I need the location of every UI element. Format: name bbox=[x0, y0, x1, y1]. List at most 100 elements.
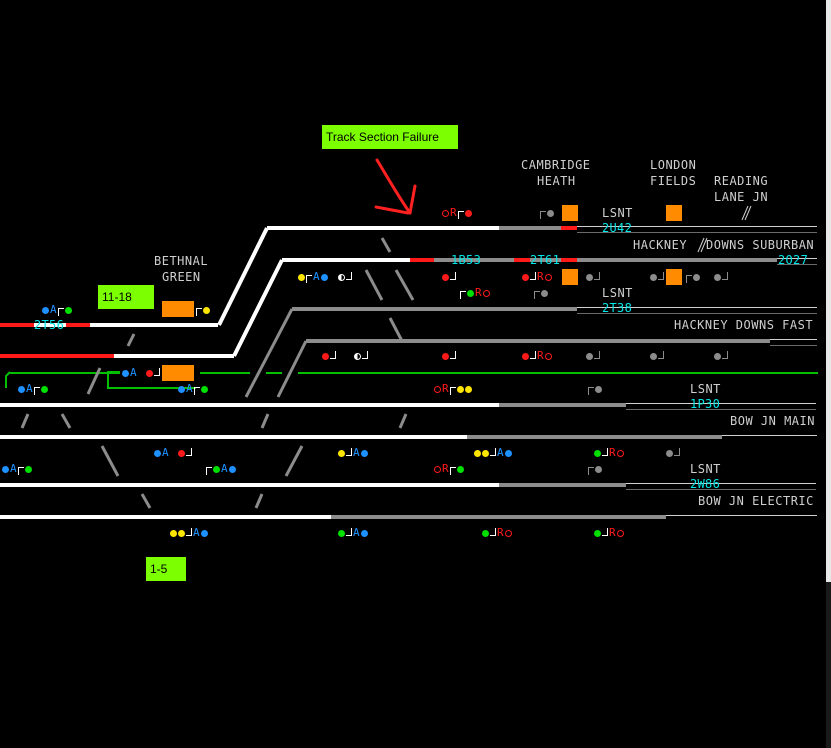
signal[interactable] bbox=[146, 367, 160, 378]
track-section[interactable] bbox=[722, 435, 817, 436]
track-section[interactable] bbox=[626, 489, 816, 490]
track-section[interactable] bbox=[434, 258, 514, 262]
track-section[interactable] bbox=[282, 258, 410, 262]
signal[interactable]: R bbox=[434, 463, 464, 475]
track-section[interactable] bbox=[577, 258, 777, 262]
signal[interactable]: R bbox=[594, 527, 624, 538]
track-section[interactable] bbox=[467, 435, 722, 439]
track-section-occupied[interactable] bbox=[561, 258, 577, 262]
track-section[interactable] bbox=[0, 435, 467, 439]
signal[interactable] bbox=[442, 350, 456, 361]
signal[interactable] bbox=[650, 350, 664, 361]
signal[interactable] bbox=[586, 350, 600, 361]
siding-line[interactable] bbox=[200, 372, 250, 374]
signal[interactable]: R bbox=[460, 287, 490, 299]
train-describer[interactable]: 2O27 bbox=[778, 253, 809, 267]
track-section[interactable] bbox=[770, 339, 817, 340]
signal[interactable]: A bbox=[122, 367, 137, 378]
signal[interactable] bbox=[322, 350, 336, 361]
signal[interactable]: A bbox=[338, 447, 368, 458]
signal[interactable] bbox=[588, 384, 602, 395]
signal[interactable] bbox=[714, 350, 728, 361]
track-section[interactable] bbox=[577, 232, 817, 233]
track-section[interactable] bbox=[331, 515, 666, 519]
track-section-occupied[interactable] bbox=[0, 354, 114, 358]
signal[interactable] bbox=[338, 271, 352, 282]
track-section[interactable] bbox=[777, 264, 817, 265]
signal[interactable] bbox=[714, 271, 728, 282]
train-describer[interactable]: 2U42 bbox=[602, 221, 633, 235]
track-section[interactable] bbox=[0, 483, 499, 487]
track-section[interactable] bbox=[770, 345, 817, 346]
track-section-occupied[interactable] bbox=[410, 258, 434, 262]
siding-line[interactable] bbox=[266, 372, 282, 374]
level-crossing[interactable] bbox=[562, 269, 578, 285]
signal[interactable]: A bbox=[2, 463, 32, 475]
signal[interactable] bbox=[534, 288, 548, 299]
train-describer[interactable]: 1P30 bbox=[690, 397, 721, 411]
track-section[interactable] bbox=[499, 483, 626, 487]
signal[interactable] bbox=[650, 271, 664, 282]
signal[interactable]: A bbox=[170, 527, 208, 538]
track-section[interactable] bbox=[530, 258, 561, 262]
track-section-failure-tag[interactable]: Track Section Failure bbox=[322, 125, 458, 149]
track-section[interactable] bbox=[577, 226, 817, 227]
signal[interactable] bbox=[666, 447, 680, 458]
level-crossing[interactable] bbox=[666, 205, 682, 221]
signal[interactable]: A bbox=[206, 463, 236, 475]
train-describer[interactable]: 2T56 bbox=[34, 318, 65, 332]
train-describer[interactable]: 1B53 bbox=[451, 253, 482, 267]
track-section[interactable] bbox=[0, 515, 331, 519]
level-crossing[interactable] bbox=[162, 365, 194, 381]
signal[interactable] bbox=[354, 350, 368, 361]
track-section[interactable] bbox=[666, 515, 817, 516]
signal[interactable]: A bbox=[338, 527, 368, 538]
train-describer[interactable]: 2T61 bbox=[530, 253, 561, 267]
train-describer[interactable]: 2T38 bbox=[602, 301, 633, 315]
signal[interactable] bbox=[196, 305, 210, 316]
signal[interactable]: A bbox=[42, 304, 72, 316]
signal[interactable]: A bbox=[154, 447, 169, 458]
train-describer[interactable]: 2W86 bbox=[690, 477, 721, 491]
signal[interactable]: R bbox=[482, 527, 512, 538]
signal[interactable]: R bbox=[442, 207, 472, 219]
signal[interactable]: A bbox=[298, 271, 328, 283]
signal[interactable]: A bbox=[18, 383, 48, 395]
siding-line[interactable] bbox=[298, 372, 818, 374]
signal[interactable] bbox=[540, 208, 554, 219]
track-section[interactable] bbox=[777, 258, 817, 259]
berth-tag-11-18[interactable]: 11-18 bbox=[98, 285, 154, 309]
signal[interactable]: R bbox=[434, 383, 472, 395]
signal[interactable] bbox=[586, 271, 600, 282]
track-section-occupied[interactable] bbox=[0, 323, 34, 327]
track-section[interactable] bbox=[499, 226, 561, 230]
track-section-occupied[interactable] bbox=[66, 323, 90, 327]
signal[interactable]: A bbox=[474, 447, 512, 458]
signal[interactable] bbox=[588, 464, 602, 475]
track-section[interactable] bbox=[626, 483, 816, 484]
berth-tag-1-5[interactable]: 1-5 bbox=[146, 557, 186, 581]
track-section[interactable] bbox=[34, 323, 66, 327]
level-crossing[interactable] bbox=[562, 205, 578, 221]
track-section[interactable] bbox=[292, 307, 577, 311]
track-section[interactable] bbox=[577, 307, 817, 308]
track-section[interactable] bbox=[577, 313, 817, 314]
siding-line[interactable] bbox=[10, 372, 120, 374]
signal[interactable] bbox=[686, 272, 700, 283]
track-section[interactable] bbox=[90, 323, 218, 327]
signal[interactable]: R bbox=[522, 350, 552, 361]
track-section-occupied[interactable] bbox=[561, 226, 577, 230]
track-section[interactable] bbox=[626, 403, 816, 404]
level-crossing[interactable] bbox=[162, 301, 194, 317]
signal[interactable] bbox=[178, 447, 192, 458]
signal[interactable]: A bbox=[178, 383, 208, 395]
track-section-occupied[interactable] bbox=[514, 258, 530, 262]
signal[interactable]: R bbox=[522, 271, 552, 282]
track-section[interactable] bbox=[499, 403, 626, 407]
track-section[interactable] bbox=[306, 339, 770, 343]
track-section[interactable] bbox=[626, 409, 816, 410]
level-crossing[interactable] bbox=[666, 269, 682, 285]
signal[interactable] bbox=[442, 271, 456, 282]
track-section[interactable] bbox=[267, 226, 499, 230]
track-section[interactable] bbox=[114, 354, 234, 358]
